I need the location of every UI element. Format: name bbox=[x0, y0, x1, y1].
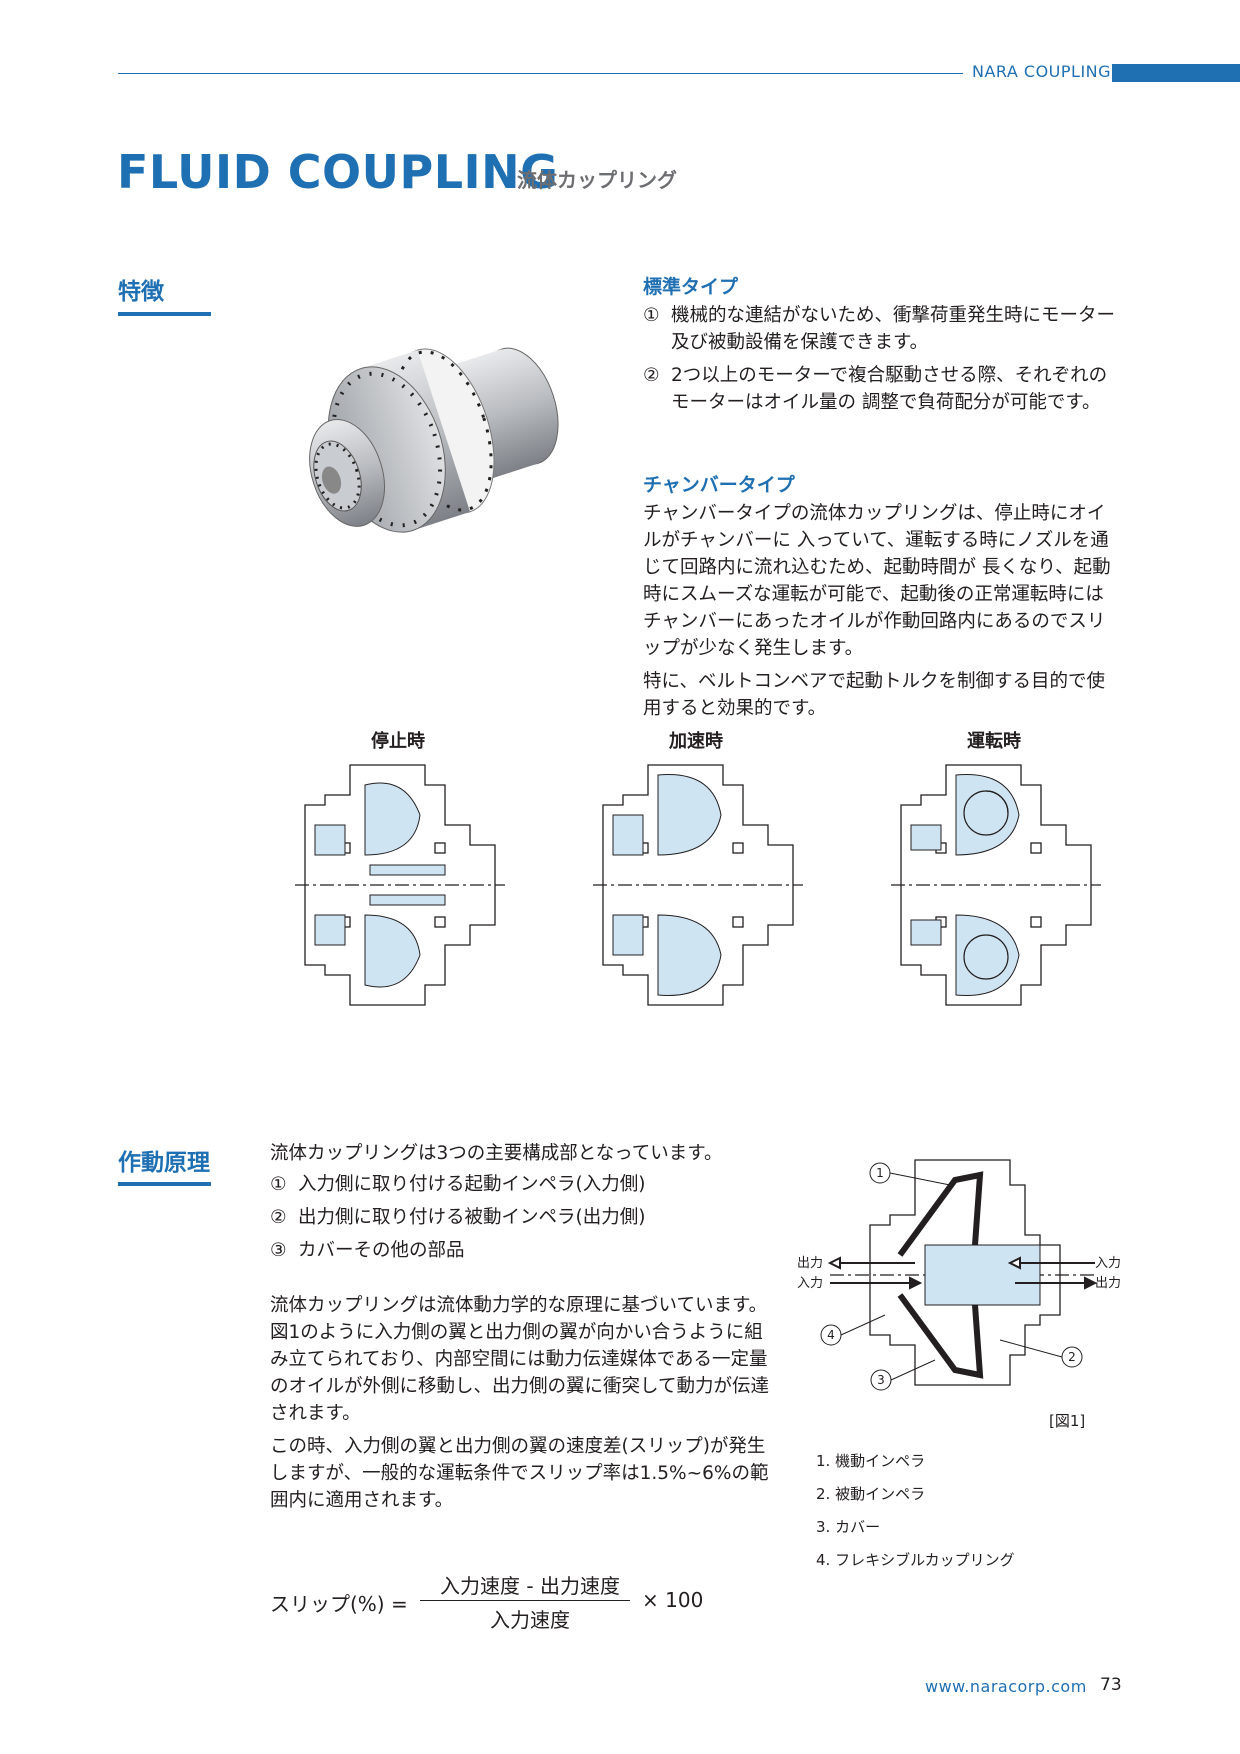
fig-left-bottom: 入力 bbox=[797, 1276, 823, 1291]
principle-intro-block: 流体カップリングは3つの主要構成部となっています。 ① 入力側に取り付ける起動イ… bbox=[270, 1140, 780, 1270]
diagram-label-stopped: 停止時 bbox=[371, 731, 425, 752]
list-item: ② 2つ以上のモーターで複合駆動させる際、それぞれのモーターはオイル量の 調整で… bbox=[643, 362, 1121, 416]
list-item: ③ カバーその他の部品 bbox=[270, 1237, 780, 1264]
standard-type-heading: 標準タイプ bbox=[643, 276, 739, 298]
callout-4: 4 bbox=[827, 1328, 835, 1342]
coupling-product-image bbox=[309, 347, 559, 533]
page-title: FLUID COUPLING bbox=[117, 145, 559, 199]
part-item: 1. 機動インペラ bbox=[816, 1452, 926, 1470]
item-number: ① bbox=[270, 1174, 287, 1195]
footer-url[interactable]: www.naracorp.com bbox=[925, 1677, 1087, 1696]
principle-body: 流体カップリングは流体動力学的な原理に基づいています。図1のように入力側の翼と出… bbox=[270, 1292, 780, 1514]
item-text: 入力側に取り付ける起動インペラ(入力側) bbox=[298, 1174, 646, 1195]
header-brand: NARA COUPLING bbox=[972, 62, 1112, 81]
item-number: ② bbox=[270, 1207, 287, 1228]
principle-paragraph-2: この時、入力側の翼と出力側の翼の速度差(スリップ)が発生しますが、一般的な運転条… bbox=[270, 1436, 769, 1511]
chamber-paragraph-1: チャンバータイプの流体カップリングは、停止時にオイルがチャンバーに 入っていて、… bbox=[643, 503, 1111, 659]
callout-3: 3 bbox=[877, 1373, 885, 1387]
callout-1: 1 bbox=[876, 1166, 884, 1180]
fig-right-bottom: 出力 bbox=[1095, 1276, 1121, 1291]
features-underline bbox=[118, 312, 211, 316]
parts-list: 1. 機動インペラ 2. 被動インペラ 3. カバー 4. フレキシブルカップリ… bbox=[816, 1450, 1015, 1582]
list-item: ① 入力側に取り付ける起動インペラ(入力側) bbox=[270, 1171, 780, 1198]
diagram-running bbox=[891, 764, 1101, 1006]
list-item: ② 出力側に取り付ける被動インペラ(出力側) bbox=[270, 1204, 780, 1231]
callout-2: 2 bbox=[1068, 1350, 1076, 1364]
list-item: ① 機械的な連結がないため、衝撃荷重発生時にモーター及び被動設備を保護できます。 bbox=[643, 302, 1121, 356]
part-item: 2. 被動インペラ bbox=[816, 1485, 926, 1503]
slip-formula: スリップ(%) = 入力速度 - 出力速度 入力速度 × 100 bbox=[270, 1570, 730, 1650]
diagram-accelerating bbox=[593, 764, 803, 1006]
diagram-label-running: 運転時 bbox=[967, 731, 1021, 752]
part-item: 4. フレキシブルカップリング bbox=[816, 1551, 1015, 1569]
principle-paragraph-1: 流体カップリングは流体動力学的な原理に基づいています。図1のように入力側の翼と出… bbox=[270, 1295, 769, 1424]
principle-intro: 流体カップリングは3つの主要構成部となっています。 bbox=[270, 1143, 723, 1164]
item-number: ② bbox=[643, 365, 660, 386]
features-heading: 特徴 bbox=[118, 279, 164, 305]
figure-caption: [図1] bbox=[1049, 1412, 1086, 1430]
header-rule bbox=[118, 73, 963, 74]
standard-type-list: ① 機械的な連結がないため、衝撃荷重発生時にモーター及び被動設備を保護できます。… bbox=[643, 302, 1121, 422]
item-text: 機械的な連結がないため、衝撃荷重発生時にモーター及び被動設備を保護できます。 bbox=[671, 305, 1116, 353]
header-accent-bar bbox=[1112, 64, 1240, 82]
fig-right-top: 入力 bbox=[1095, 1256, 1121, 1271]
formula-multiplier: × 100 bbox=[642, 1588, 704, 1612]
formula-numerator: 入力速度 - 出力速度 bbox=[440, 1574, 620, 1598]
item-text: 出力側に取り付ける被動インペラ(出力側) bbox=[298, 1207, 646, 1228]
formula-lhs: スリップ(%) = bbox=[270, 1592, 408, 1616]
item-number: ① bbox=[643, 305, 660, 326]
fig-left-top: 出力 bbox=[797, 1256, 823, 1271]
formula-fraction-bar bbox=[420, 1600, 630, 1601]
page-number: 73 bbox=[1100, 1675, 1122, 1695]
diagram-label-accelerating: 加速時 bbox=[669, 731, 723, 752]
item-text: カバーその他の部品 bbox=[298, 1240, 465, 1261]
principle-underline bbox=[118, 1182, 211, 1186]
principle-heading: 作動原理 bbox=[118, 1150, 210, 1176]
part-item: 3. カバー bbox=[816, 1518, 881, 1536]
item-text: 2つ以上のモーターで複合駆動させる際、それぞれのモーターはオイル量の 調整で負荷… bbox=[671, 365, 1108, 413]
item-number: ③ bbox=[270, 1240, 287, 1261]
figure-1-diagram: 1 2 3 4 出力 入力 入力 出力 bbox=[797, 1159, 1121, 1391]
formula-denominator: 入力速度 bbox=[490, 1608, 570, 1632]
chamber-type-heading: チャンバータイプ bbox=[643, 474, 795, 496]
chamber-paragraph-2: 特に、ベルトコンベアで起動トルクを制御する目的で使用すると効果的です。 bbox=[643, 671, 1105, 719]
diagram-stopped bbox=[295, 764, 505, 1006]
chamber-type-text: チャンバータイプの流体カップリングは、停止時にオイルがチャンバーに 入っていて、… bbox=[643, 500, 1121, 722]
page-subtitle: 流体カップリング bbox=[517, 168, 677, 192]
